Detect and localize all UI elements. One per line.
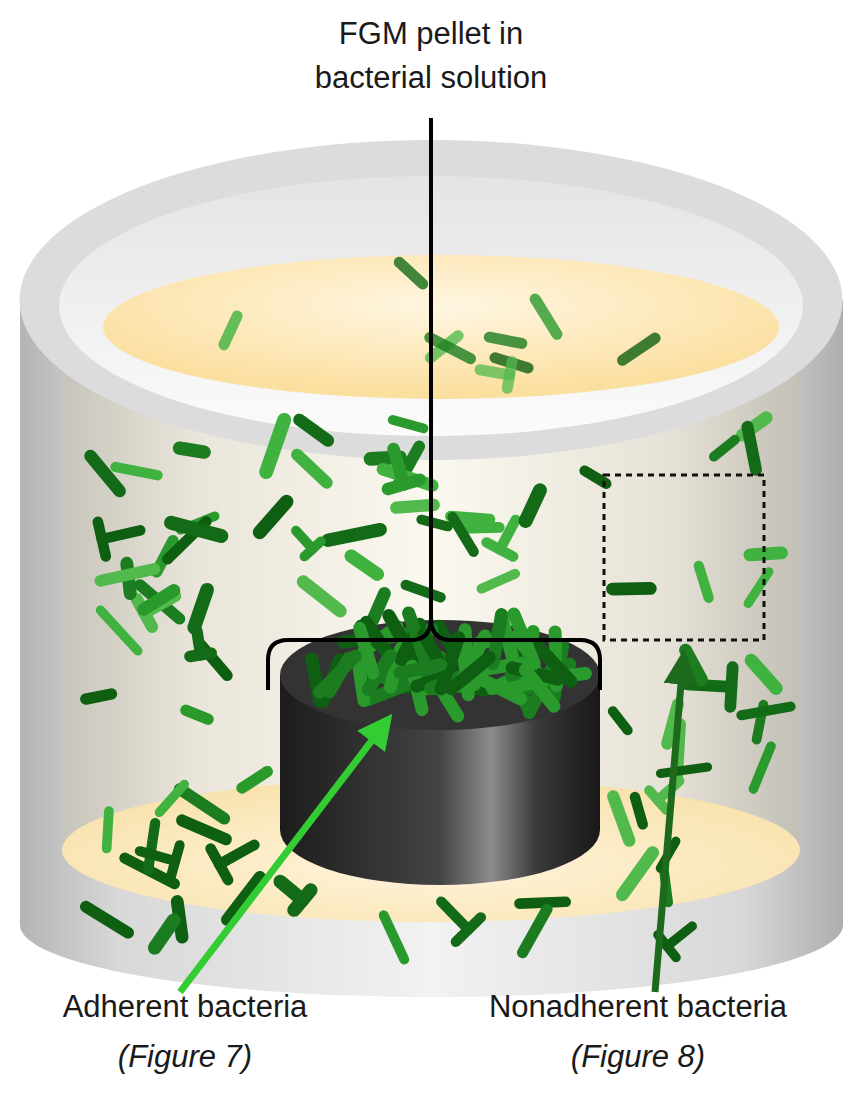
bacterium bbox=[304, 541, 320, 556]
bacterium bbox=[190, 653, 212, 656]
bacterium bbox=[750, 553, 782, 555]
bacterium bbox=[90, 456, 119, 491]
bacterium bbox=[481, 574, 515, 589]
dotted-inset-box bbox=[604, 475, 764, 640]
bacterium bbox=[86, 907, 128, 933]
bacteria-layer bbox=[86, 262, 791, 959]
bacterium bbox=[399, 262, 423, 284]
bacterium bbox=[186, 710, 208, 719]
bacterium bbox=[451, 657, 489, 688]
bacterium bbox=[751, 660, 776, 688]
bacterium bbox=[406, 585, 441, 597]
bacterium bbox=[102, 530, 140, 539]
bacterium bbox=[107, 811, 109, 848]
bacterium bbox=[140, 851, 175, 861]
bacterium bbox=[525, 670, 554, 706]
bacteria-layer bbox=[312, 613, 586, 716]
bacterium bbox=[649, 790, 666, 809]
bacterium bbox=[686, 650, 702, 680]
bacterium bbox=[180, 448, 205, 452]
bacterium bbox=[396, 505, 433, 508]
bacterium bbox=[148, 823, 155, 870]
bacterium bbox=[526, 490, 540, 521]
bacterium bbox=[297, 455, 327, 483]
bacterium bbox=[660, 767, 707, 773]
bacterium bbox=[86, 694, 112, 699]
bacterium bbox=[507, 362, 512, 389]
callout-label: Nonadherent bacteria bbox=[438, 985, 838, 1029]
bacterium bbox=[358, 662, 364, 701]
bacterium bbox=[487, 542, 514, 556]
bacterium bbox=[635, 797, 643, 824]
bacterium bbox=[747, 427, 755, 470]
bacterium bbox=[182, 820, 226, 839]
bacterium bbox=[266, 420, 284, 472]
bacterium bbox=[453, 517, 474, 552]
bacterium bbox=[219, 845, 254, 864]
bacterium bbox=[260, 502, 287, 533]
bacterium bbox=[741, 707, 790, 716]
bacterium bbox=[101, 610, 138, 651]
bacterium bbox=[384, 915, 404, 959]
bacterium bbox=[351, 556, 377, 574]
bacterium bbox=[388, 480, 420, 489]
bacterium bbox=[441, 902, 468, 930]
bacterium bbox=[98, 522, 106, 557]
bacterium bbox=[667, 926, 692, 946]
liquid-surface bbox=[103, 255, 779, 399]
bacterium bbox=[714, 440, 735, 457]
bacterium bbox=[360, 628, 373, 673]
bacterium bbox=[730, 667, 732, 707]
bacterium bbox=[699, 566, 709, 598]
pointer-arrow bbox=[180, 722, 386, 992]
leader-line bbox=[429, 118, 433, 618]
bacterium bbox=[687, 684, 731, 687]
bacterium bbox=[171, 845, 180, 877]
bacterium bbox=[320, 656, 355, 692]
bacterium bbox=[400, 665, 441, 673]
bacterium bbox=[748, 572, 769, 604]
bacterium bbox=[623, 338, 656, 360]
bacterium bbox=[489, 337, 522, 343]
bacterium bbox=[180, 789, 224, 818]
bacterium bbox=[535, 299, 557, 334]
bacterium bbox=[194, 590, 207, 628]
bacterium bbox=[101, 569, 155, 581]
figure-reference: (Figure 7) bbox=[5, 1035, 365, 1079]
bacterium bbox=[303, 582, 340, 611]
bacterium bbox=[140, 585, 180, 619]
bacterium bbox=[224, 316, 237, 345]
bacterium bbox=[159, 784, 184, 812]
bacterium bbox=[144, 590, 174, 609]
callout-label: Adherent bacteria bbox=[5, 985, 365, 1029]
bacterium bbox=[155, 920, 174, 947]
bacterium bbox=[242, 772, 267, 788]
bacterium bbox=[523, 909, 548, 953]
bacterium bbox=[294, 890, 311, 910]
bacterium bbox=[613, 711, 628, 730]
bacterium bbox=[171, 523, 221, 536]
bacterium bbox=[421, 520, 448, 527]
bacterium bbox=[613, 582, 651, 595]
bacterium bbox=[456, 917, 481, 941]
bacterium bbox=[613, 796, 629, 840]
bacterium bbox=[211, 849, 228, 880]
bacterium bbox=[430, 338, 471, 359]
pellet-label: FGM pellet in bacterial solution bbox=[281, 12, 581, 100]
bacterium bbox=[753, 746, 771, 789]
bacterium bbox=[622, 853, 652, 895]
figure-reference: (Figure 8) bbox=[438, 1035, 838, 1079]
pointer-arrow bbox=[655, 660, 683, 992]
bacterium bbox=[519, 902, 565, 904]
bacterium bbox=[393, 420, 424, 429]
bacterium bbox=[299, 420, 328, 441]
bacterium bbox=[115, 467, 157, 475]
curly-bracket bbox=[268, 618, 600, 690]
bacterium bbox=[328, 530, 380, 541]
